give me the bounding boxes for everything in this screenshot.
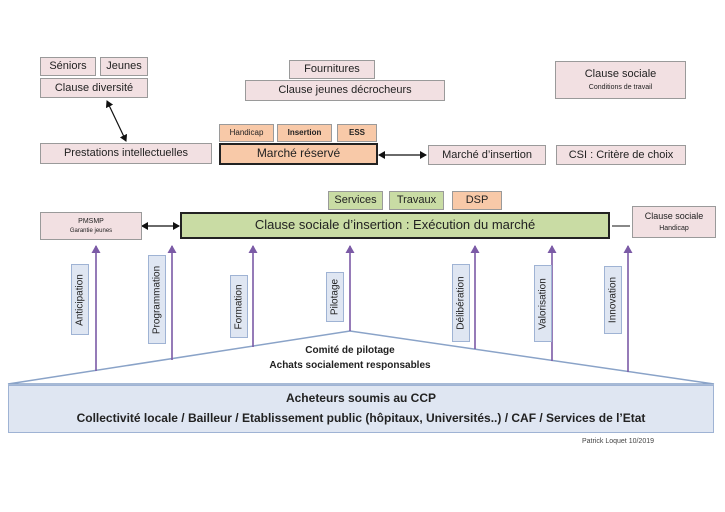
pillar-deliberation-label: Délibération <box>455 276 467 330</box>
pillar-deliberation: Délibération <box>452 264 470 342</box>
decrocheurs-box: Clause jeunes décrocheurs <box>245 80 445 101</box>
insertion-tag-label: Insertion <box>287 128 322 138</box>
comite-line2: Achats socialement responsables <box>269 360 431 371</box>
handicap-tag: Handicap <box>219 124 274 142</box>
pillar-innovation: Innovation <box>604 266 622 334</box>
marche-insertion-label: Marché d’insertion <box>442 148 532 161</box>
credit-text: Patrick Loquet 10/2019 <box>582 438 654 445</box>
pillar-pilotage: Pilotage <box>326 272 344 322</box>
diversite-prestations-arrow <box>105 100 128 142</box>
marche-insertion-box: Marché d’insertion <box>428 145 546 165</box>
clause-sociale-label: Clause sociale <box>584 68 657 81</box>
acheteurs-list: Collectivité locale / Bailleur / Etablis… <box>76 411 646 425</box>
clause-diversite-box: Clause diversité <box>40 78 148 98</box>
jeunes-label: Jeunes <box>106 60 142 73</box>
services-label: Services <box>334 194 377 207</box>
prestations-label: Prestations intellectuelles <box>63 147 189 160</box>
acheteurs-title: Acheteurs soumis au CCP <box>285 391 437 406</box>
marche-reserve-box: Marché réservé <box>219 143 378 165</box>
dsp-label: DSP <box>465 194 489 207</box>
handicap-clause-title: Clause sociale <box>644 211 704 222</box>
conditions-label: Conditions de travail <box>588 83 653 91</box>
prestations-box: Prestations intellectuelles <box>40 143 212 164</box>
seniors-label: Séniors <box>49 60 87 73</box>
comite-triangle <box>7 330 715 385</box>
pillar-valorisation-label: Valorisation <box>537 277 549 330</box>
dsp-tab: DSP <box>452 191 502 210</box>
pillar-anticipation: Anticipation <box>71 264 89 335</box>
pillar-formation-label: Formation <box>233 283 245 330</box>
pillar-valorisation: Valorisation <box>534 265 552 342</box>
fournitures-box: Fournitures <box>289 60 375 79</box>
garantie-jeunes-label: Garantie jeunes <box>69 227 113 234</box>
handicap-clause-sub: Handicap <box>659 224 689 232</box>
pillar-anticipation-label: Anticipation <box>74 273 86 326</box>
pillar-programmation: Programmation <box>148 255 166 344</box>
csi-box: CSI : Critère de choix <box>556 145 686 165</box>
fournitures-label: Fournitures <box>304 63 360 76</box>
comite-line1: Comité de pilotage <box>305 345 395 356</box>
pmsmp-box: PMSMP Garantie jeunes <box>40 212 142 240</box>
pmsmp-label: PMSMP <box>78 217 104 225</box>
csi-label: CSI : Critère de choix <box>568 148 674 161</box>
marche-reserve-label: Marché réservé <box>256 146 341 161</box>
pillar-programmation-label: Programmation <box>151 265 163 334</box>
acheteurs-band: Acheteurs soumis au CCP Collectivité loc… <box>8 385 714 433</box>
main-clause-box: Clause sociale d’insertion : Exécution d… <box>180 212 610 239</box>
seniors-box: Séniors <box>40 57 96 76</box>
handicap-tag-label: Handicap <box>229 128 264 138</box>
handicap-clause-box: Clause sociale Handicap <box>632 206 716 238</box>
clause-sociale-conditions-box: Clause sociale Conditions de travail <box>555 61 686 99</box>
services-tab: Services <box>328 191 383 210</box>
clause-diversite-label: Clause diversité <box>54 81 134 94</box>
decrocheurs-label: Clause jeunes décrocheurs <box>278 84 412 97</box>
pillar-formation: Formation <box>230 275 248 338</box>
insertion-tag: Insertion <box>277 124 332 142</box>
travaux-tab: Travaux <box>389 191 444 210</box>
ess-tag-label: ESS <box>348 128 365 138</box>
ess-tag: ESS <box>337 124 377 142</box>
pillar-innovation-label: Innovation <box>607 276 619 324</box>
travaux-label: Travaux <box>396 194 437 207</box>
pillar-pilotage-label: Pilotage <box>329 278 341 316</box>
main-clause-label: Clause sociale d’insertion : Exécution d… <box>254 217 536 233</box>
jeunes-box: Jeunes <box>100 57 148 76</box>
